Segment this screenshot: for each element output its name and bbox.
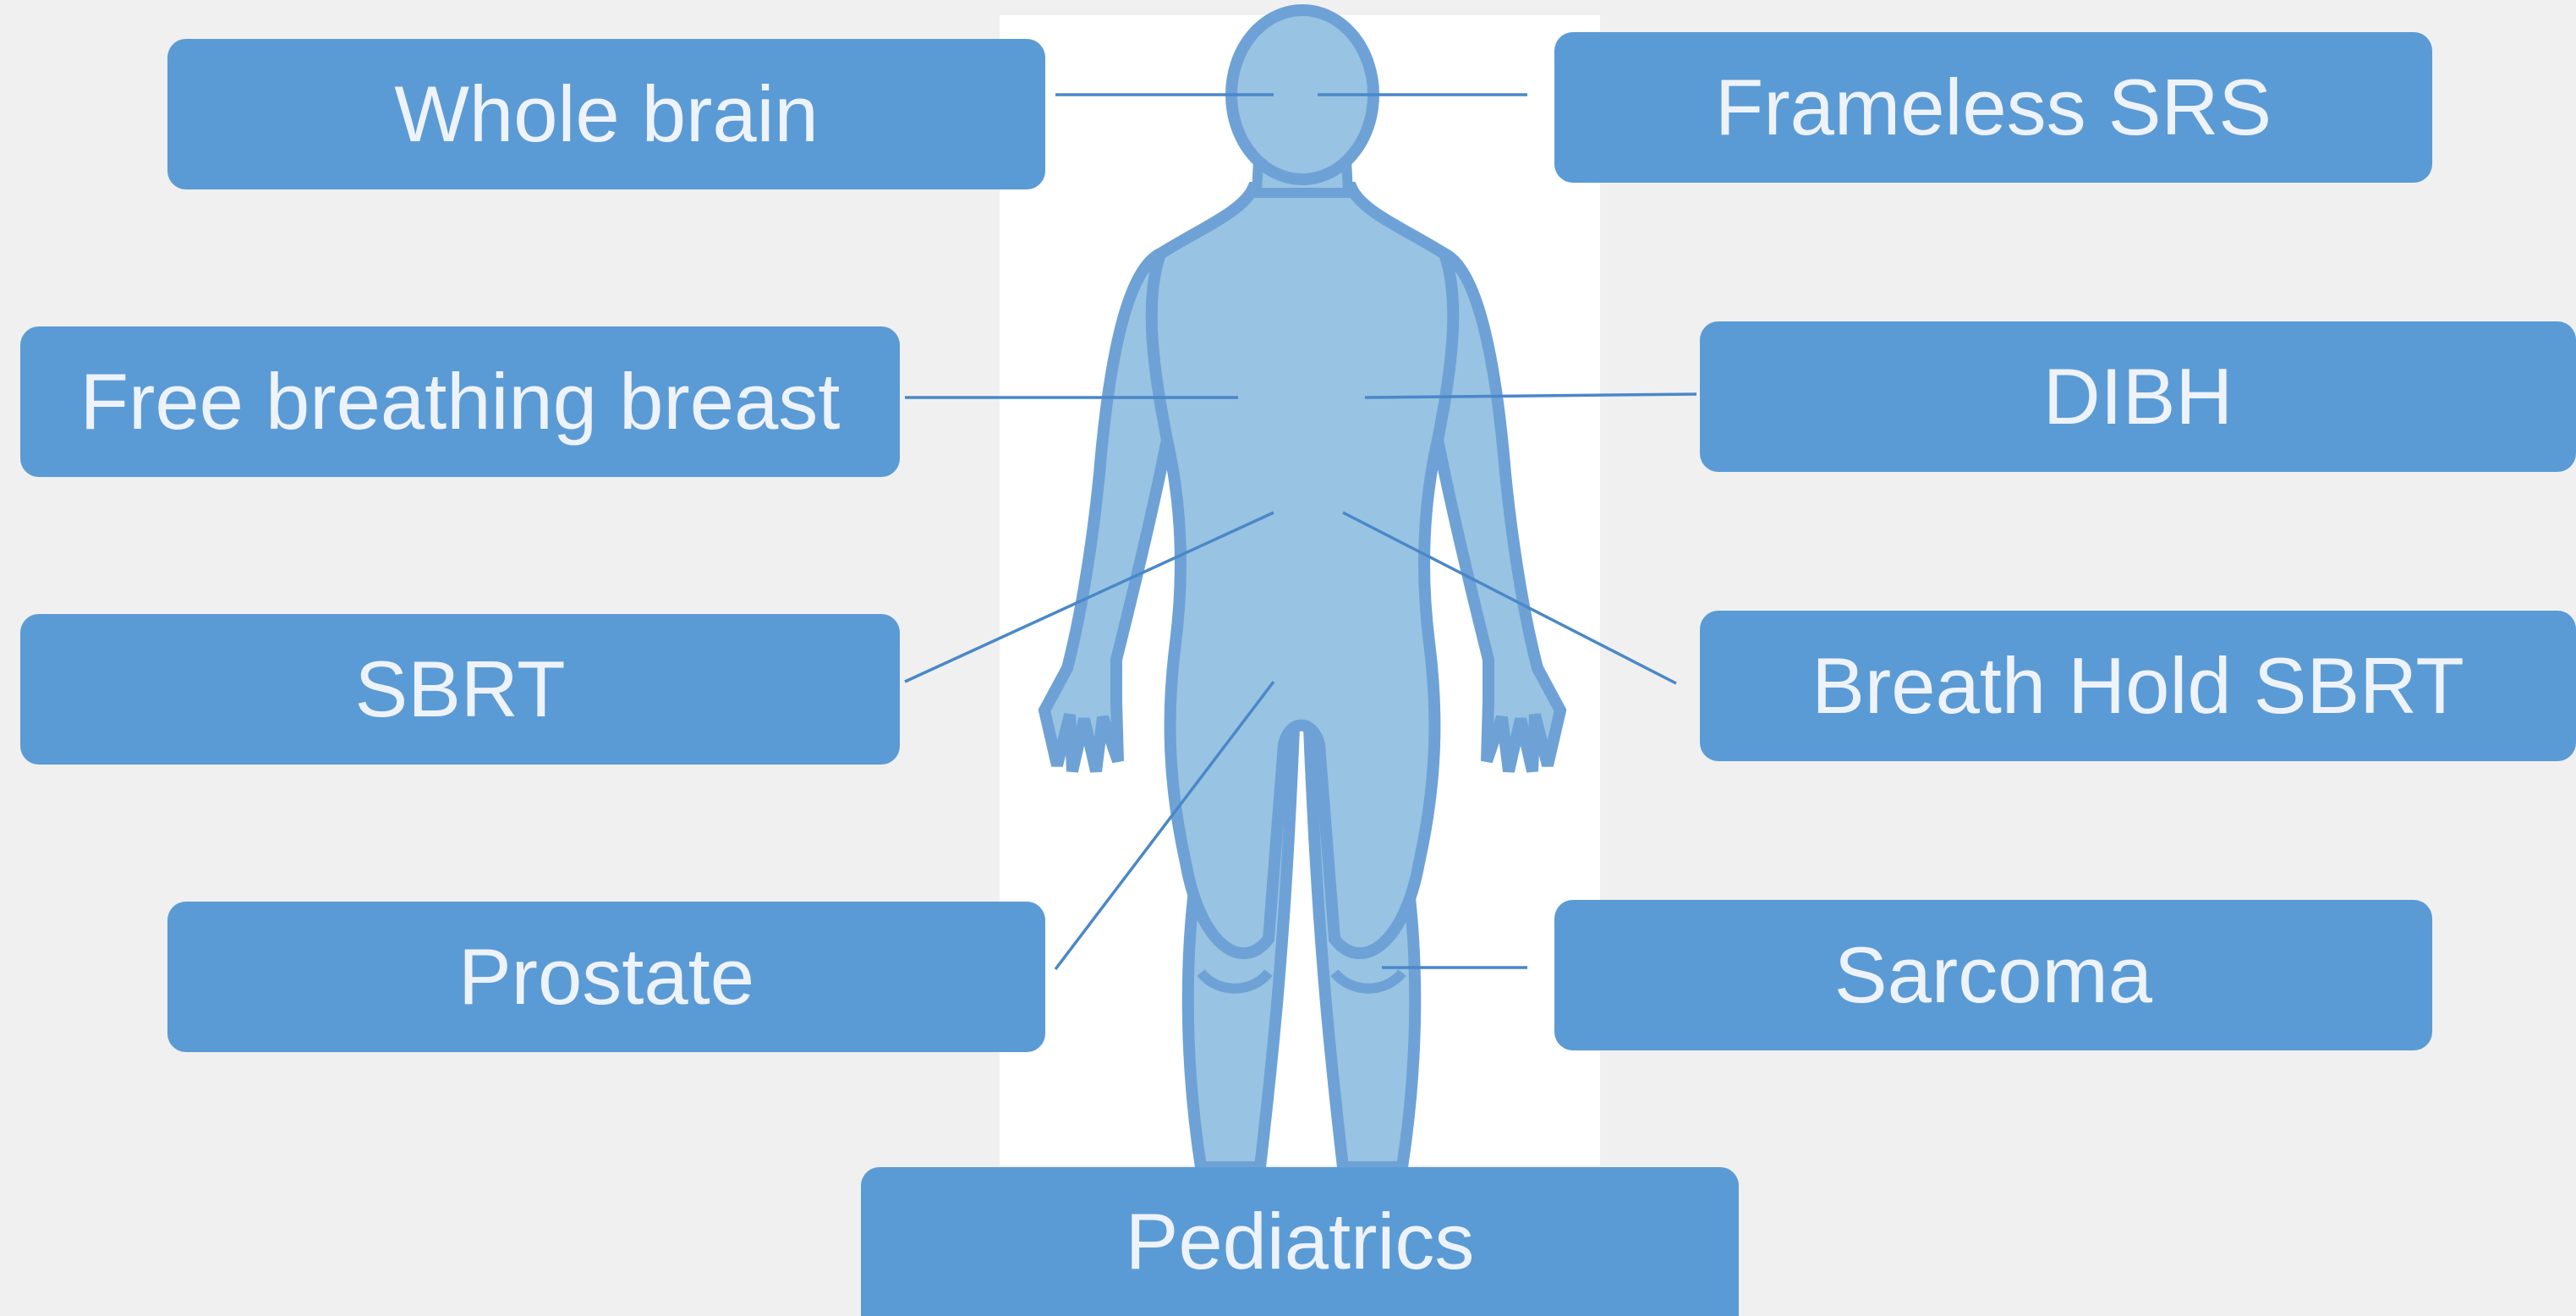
label-dibh: DIBH <box>1700 321 2576 472</box>
label-whole-brain-text: Whole brain <box>394 69 819 160</box>
label-sbrt: SBRT <box>20 614 900 765</box>
torso <box>1152 188 1454 953</box>
label-breath-hold-sbrt-text: Breath Hold SBRT <box>1811 640 2464 732</box>
label-prostate-text: Prostate <box>458 931 754 1023</box>
label-frameless-srs: Frameless SRS <box>1554 32 2432 183</box>
label-free-breathing-breast: Free breathing breast <box>20 326 900 477</box>
label-sarcoma: Sarcoma <box>1554 900 2432 1050</box>
label-pediatrics-text: Pediatrics <box>1126 1196 1475 1287</box>
label-sbrt-text: SBRT <box>355 644 566 735</box>
label-frameless-srs-text: Frameless SRS <box>1715 62 2272 153</box>
label-breath-hold-sbrt: Breath Hold SBRT <box>1700 611 2576 761</box>
label-sarcoma-text: Sarcoma <box>1834 929 2152 1021</box>
human-body-icon <box>1044 10 1560 1167</box>
label-prostate: Prostate <box>167 902 1045 1052</box>
label-pediatrics: Pediatrics <box>861 1167 1739 1316</box>
label-whole-brain: Whole brain <box>167 39 1045 189</box>
label-free-breathing-breast-text: Free breathing breast <box>80 356 841 447</box>
label-dibh-text: DIBH <box>2043 351 2233 442</box>
